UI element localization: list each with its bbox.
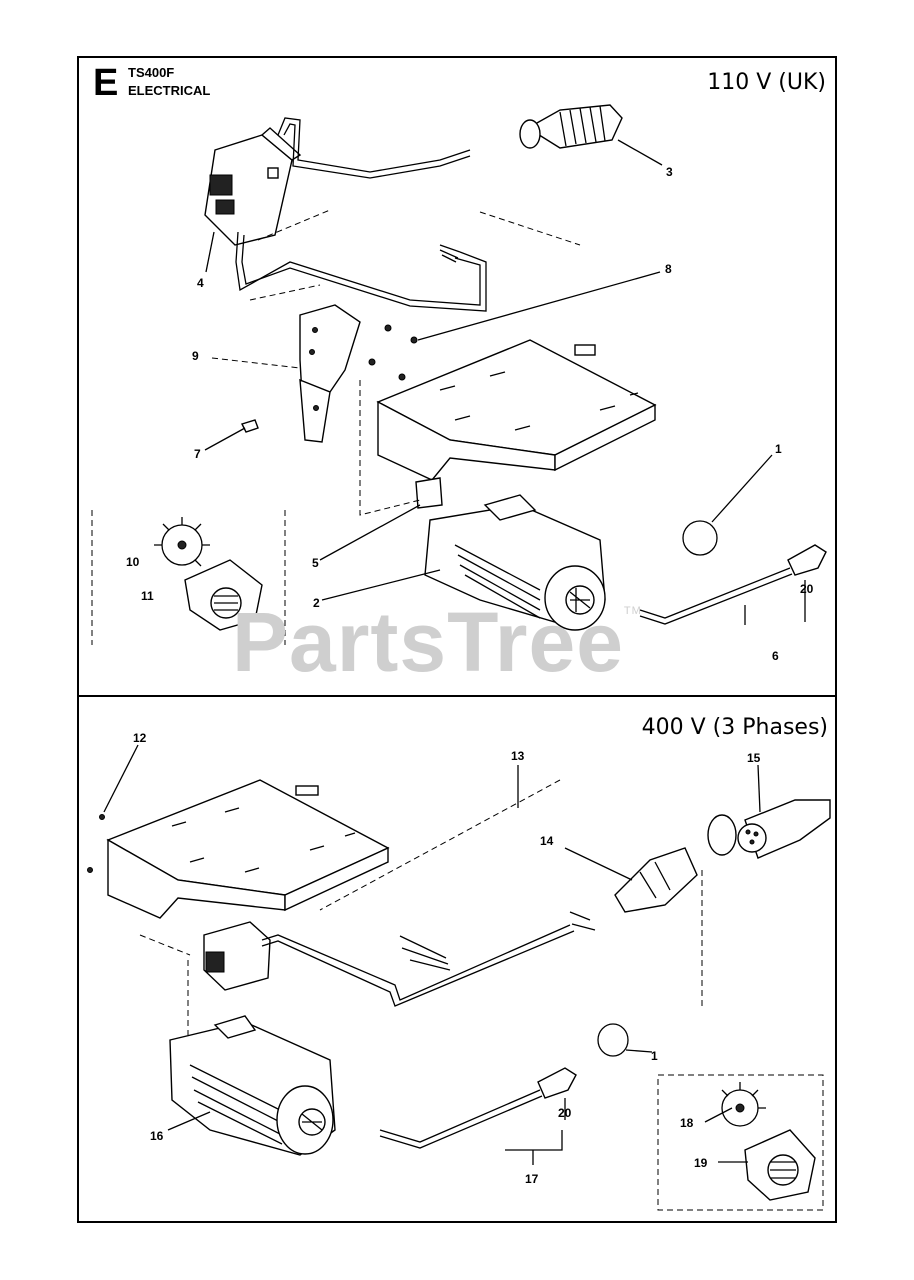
cable-bottom — [261, 924, 571, 1001]
leader-1-top — [711, 454, 773, 523]
panel-divider — [77, 695, 837, 697]
leader-1-bottom — [625, 1049, 653, 1053]
leader-5 — [319, 504, 421, 561]
leader-17 — [505, 1130, 563, 1165]
leader-12 — [103, 744, 139, 813]
dash-assembly-top — [249, 209, 581, 301]
callout-17: 17 — [525, 1172, 539, 1186]
plug-top — [519, 104, 623, 149]
plug-14 — [614, 847, 698, 913]
socket-15 — [707, 799, 831, 859]
callout-20-bottom: 20 — [558, 1106, 572, 1120]
callout-11: 11 — [141, 589, 154, 603]
leader-14 — [564, 847, 633, 881]
callout-6: 6 — [772, 649, 779, 663]
wire-ends-top — [439, 244, 461, 263]
leader-9 — [211, 357, 301, 369]
o-ring-bottom — [597, 1023, 629, 1057]
base-plate-bottom — [106, 779, 390, 919]
callout-4: 4 — [197, 276, 204, 290]
callout-3: 3 — [666, 165, 673, 179]
optional-box-bottom — [657, 1074, 824, 1211]
plug-20-bottom — [537, 1067, 577, 1099]
bracket-top — [299, 304, 361, 443]
screws-top — [241, 324, 418, 433]
base-plate-top — [376, 339, 657, 481]
fan-cover-top — [184, 559, 263, 631]
cable-17b — [379, 1095, 543, 1149]
callout-12: 12 — [133, 731, 147, 745]
switch-box-bottom — [203, 921, 271, 991]
leader-18 — [704, 1107, 733, 1123]
cable-top-1 — [277, 117, 471, 173]
optional-bracket-top — [91, 510, 286, 645]
partstree-watermark: PartsTreeTM — [232, 595, 642, 689]
leader-7 — [204, 427, 246, 451]
wire-fork-bottom — [569, 911, 596, 931]
motor-bottom — [169, 1015, 336, 1156]
screw-12b — [87, 867, 93, 873]
callout-18: 18 — [680, 1116, 694, 1130]
callout-8: 8 — [665, 262, 672, 276]
callout-20-top: 20 — [800, 582, 814, 596]
callout-9: 9 — [192, 349, 199, 363]
leader-8 — [417, 271, 661, 341]
section-letter: E — [93, 62, 119, 104]
callout-5: 5 — [312, 556, 319, 570]
plate-top — [415, 477, 443, 509]
callout-15: 15 — [747, 751, 761, 765]
diagram-subtitle: ELECTRICAL — [128, 83, 211, 98]
diagram-frame — [77, 56, 837, 1223]
screw-12 — [99, 814, 105, 820]
o-ring-top — [682, 520, 718, 556]
leader-2 — [321, 569, 441, 601]
leader-16 — [167, 1111, 211, 1131]
callout-7: 7 — [194, 447, 201, 461]
switch-box-top — [204, 127, 302, 246]
callout-13: 13 — [511, 749, 525, 763]
cable-17 — [379, 1089, 541, 1143]
motor-top — [424, 494, 606, 631]
dash-plate — [359, 380, 421, 516]
plug-20-top — [787, 544, 827, 576]
callout-19: 19 — [694, 1156, 708, 1170]
callout-2: 2 — [313, 596, 320, 610]
fan-cover-bottom — [744, 1129, 816, 1201]
fan-bottom — [721, 1082, 766, 1127]
callout-1-bottom: 1 — [651, 1049, 658, 1063]
cable-6 — [639, 567, 791, 619]
voltage-label-110v: 110 V (UK) — [707, 70, 826, 95]
cable-bottom-b — [261, 930, 575, 1007]
cable-top-2b — [241, 234, 487, 312]
leader-4 — [205, 231, 215, 273]
callout-1-top: 1 — [775, 442, 782, 456]
model-name: TS400F — [128, 65, 175, 80]
callout-10: 10 — [126, 555, 140, 569]
fan-top — [154, 517, 210, 567]
voltage-label-400v: 400 V (3 Phases) — [641, 715, 828, 740]
wire-ends-bottom — [399, 935, 451, 971]
leader-15 — [757, 764, 761, 813]
leader-3 — [617, 139, 663, 166]
callout-14: 14 — [540, 834, 554, 848]
callout-16: 16 — [150, 1129, 164, 1143]
cable-top-1b — [283, 123, 471, 179]
cable-top-2 — [235, 231, 481, 306]
cable-6b — [639, 573, 793, 625]
